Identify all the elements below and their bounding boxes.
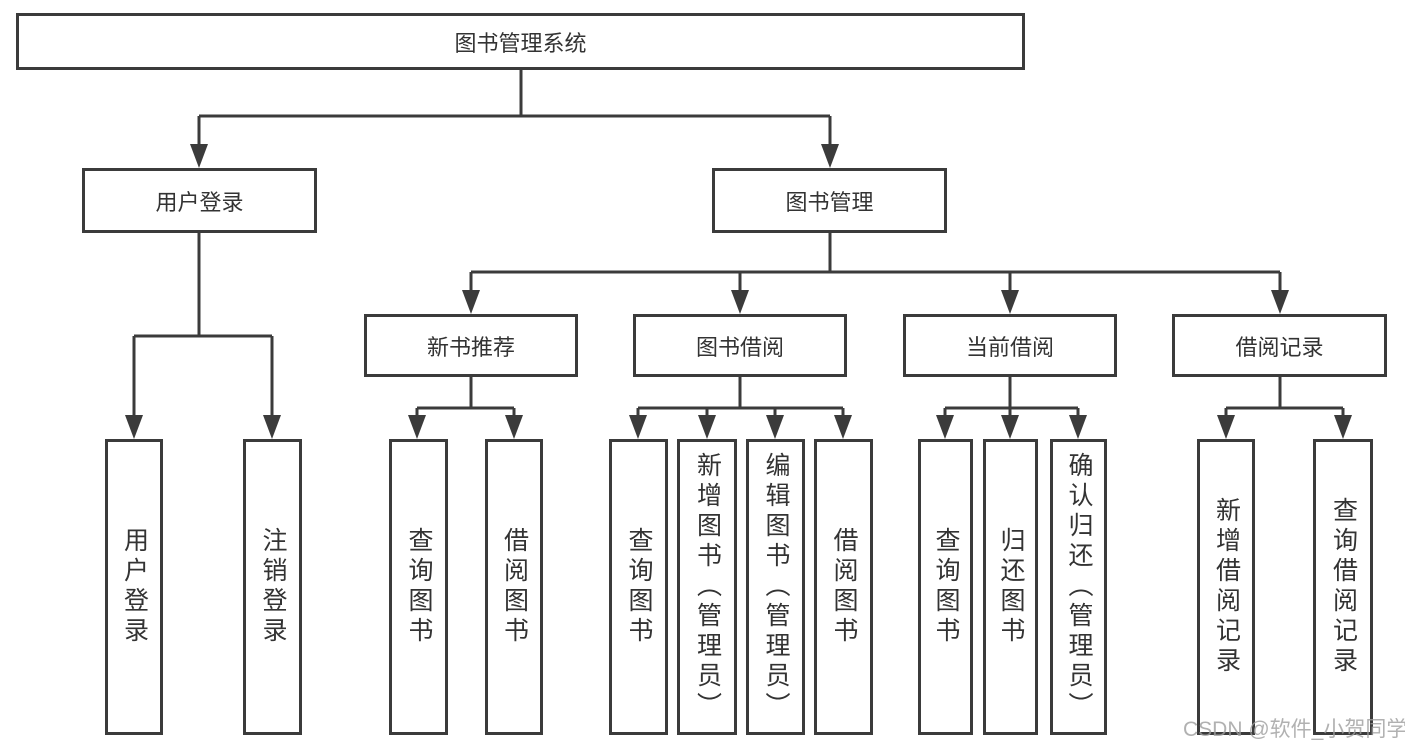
connector-bookmgmt-to-level3 — [469, 233, 1282, 294]
leaf-current-return-books: 归还图书 — [983, 439, 1038, 735]
leaf-label: 查询图书 — [625, 527, 653, 647]
leaf-logout: 注销登录 — [243, 439, 302, 735]
node-user-login: 用户登录 — [82, 168, 317, 233]
leaf-label: 用户登录 — [120, 527, 149, 647]
node-book-management: 图书管理 — [712, 168, 947, 233]
node-label: 借阅记录 — [1235, 334, 1324, 360]
arrowhead — [408, 415, 426, 439]
leaf-label: 新增图书（管理员） — [693, 452, 722, 722]
leaf-label: 借阅图书 — [500, 527, 529, 647]
leaf-user-login: 用户登录 — [105, 439, 163, 735]
arrowhead — [698, 415, 716, 439]
node-label: 当前借阅 — [965, 334, 1054, 360]
leaf-label: 新增借阅记录 — [1212, 497, 1241, 677]
leaf-borrow-borrow-books: 借阅图书 — [814, 439, 873, 735]
leaf-newbooks-query-books: 查询图书 — [389, 439, 448, 735]
leaf-label: 确认归还（管理员） — [1065, 452, 1093, 722]
leaf-current-query-books: 查询图书 — [918, 439, 973, 735]
leaf-borrow-add-books-admin: 新增图书（管理员） — [677, 439, 737, 735]
leaf-newbooks-borrow-books: 借阅图书 — [485, 439, 543, 735]
node-label: 用户登录 — [155, 189, 244, 215]
node-borrow-records: 借阅记录 — [1172, 314, 1387, 377]
connector-currentborrow-to-leaves — [943, 377, 1080, 419]
connector-userlogin-to-leaves — [132, 233, 274, 419]
arrowhead — [1271, 290, 1289, 314]
node-root-system: 图书管理系统 — [16, 13, 1025, 70]
node-new-book-recommend: 新书推荐 — [364, 314, 578, 377]
arrowhead — [629, 415, 647, 439]
leaf-borrow-edit-books-admin: 编辑图书（管理员） — [746, 439, 805, 735]
leaf-label: 编辑图书（管理员） — [762, 452, 790, 722]
arrowhead — [462, 290, 480, 314]
connector-root-to-level2 — [197, 70, 832, 148]
leaf-borrow-query-books: 查询图书 — [609, 439, 668, 735]
leaf-label: 查询图书 — [932, 527, 960, 647]
node-label: 图书借阅 — [695, 334, 784, 360]
arrowhead — [834, 415, 852, 439]
arrowhead — [766, 415, 784, 439]
arrowhead — [125, 415, 143, 439]
arrowhead — [1217, 415, 1235, 439]
arrowhead — [936, 415, 954, 439]
node-label: 图书管理 — [785, 189, 874, 215]
connector-bookborrow-to-leaves — [636, 377, 845, 419]
leaf-label: 查询借阅记录 — [1329, 497, 1358, 677]
leaf-label: 借阅图书 — [830, 527, 858, 647]
leaf-records-query-record: 查询借阅记录 — [1313, 439, 1373, 735]
arrowhead — [263, 415, 281, 439]
node-label: 图书管理系统 — [454, 30, 587, 56]
arrowhead — [190, 144, 208, 168]
arrowhead — [821, 144, 839, 168]
node-current-borrow: 当前借阅 — [903, 314, 1117, 377]
arrowhead — [1334, 415, 1352, 439]
connector-newbooks-to-leaves — [415, 377, 516, 419]
arrowhead — [1001, 290, 1019, 314]
leaf-label: 查询图书 — [405, 527, 433, 647]
leaf-label: 注销登录 — [259, 527, 287, 647]
node-book-borrow: 图书借阅 — [633, 314, 847, 377]
node-label: 新书推荐 — [426, 334, 515, 360]
connector-borrowrecords-to-leaves — [1224, 377, 1345, 419]
leaf-label: 归还图书 — [997, 527, 1025, 647]
arrowhead — [1069, 415, 1087, 439]
arrowhead — [1001, 415, 1019, 439]
arrowhead — [731, 290, 749, 314]
leaf-records-add-record: 新增借阅记录 — [1197, 439, 1255, 735]
leaf-current-confirm-return-admin: 确认归还（管理员） — [1050, 439, 1107, 735]
watermark: CSDN @软件_小贺同学 — [1183, 718, 1405, 741]
arrowhead — [505, 415, 523, 439]
